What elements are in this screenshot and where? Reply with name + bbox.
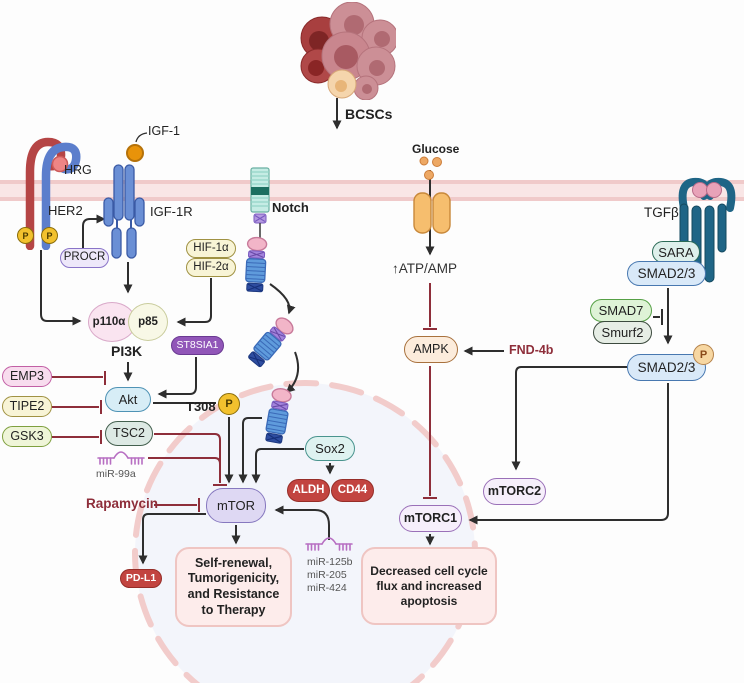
cd44-pill: CD44 (331, 479, 374, 502)
t308-phospho-badge: P (218, 393, 240, 415)
outcome-box-self-renewal: Self-renewal, Tumorigenicity, and Resist… (175, 547, 292, 627)
tsc2-pill: TSC2 (105, 421, 153, 446)
notch-nuclear-entry-arrow (285, 351, 300, 394)
tipe2-inhibits-akt (52, 400, 102, 414)
smad23-pill: SMAD2/3 (627, 261, 706, 286)
hrg-ligand-icon (51, 155, 69, 173)
rapamycin-inhibits-mtor (154, 498, 200, 512)
sara-pill: SARA (652, 241, 700, 263)
glucose-molecules-icon (419, 156, 442, 180)
mtorc1-pill: mTORC1 (399, 505, 462, 532)
procr-pill: PROCR (60, 248, 109, 268)
igf1-pointer-line (135, 132, 148, 143)
aldh-pill: ALDH (287, 479, 330, 502)
pi3k-label: PI3K (111, 343, 143, 359)
igf1r-label: IGF-1R (150, 204, 193, 219)
igf1r-receptor-icon (103, 164, 145, 259)
gsk3-inhibits-tsc2 (52, 430, 102, 444)
mirna-hairpin-icon (97, 451, 145, 465)
smad7-pill: SMAD7 (590, 299, 652, 322)
gsk3-pill: GSK3 (2, 426, 52, 447)
hif-to-pi3k-arrow (176, 278, 212, 327)
nuclear-envelope (132, 380, 478, 683)
outcome-box-apoptosis: Decreased cell cycle flux and increased … (361, 547, 497, 625)
pdl1-pill: PD-L1 (120, 569, 162, 588)
mir205-label: miR-205 (307, 569, 347, 581)
notch-receptor-icon (250, 167, 270, 242)
st8sia1-to-akt-arrow (157, 357, 197, 399)
smad23p-to-mtorc2-arrow (511, 366, 627, 471)
glucose-label: Glucose (412, 142, 460, 156)
fnd4b-label: FND-4b (509, 343, 554, 357)
p110a-label: p110α (92, 316, 126, 328)
mirna-hairpin-icon (305, 537, 353, 551)
sox2-to-mtor-arrow (251, 448, 304, 484)
igf1-ligand-icon (126, 144, 144, 162)
ampk-pill: AMPK (404, 336, 458, 363)
notch-cleavage-arrow-1 (269, 283, 296, 315)
igf1-label: IGF-1 (148, 124, 180, 138)
her2-label: HER2 (48, 203, 83, 218)
mir99a-inhibits-mtor (148, 457, 221, 483)
smurf2-pill: Smurf2 (593, 321, 652, 344)
sox2-pill: Sox2 (305, 436, 355, 461)
hif1a-pill: HIF-1α (186, 239, 236, 258)
phospho-badge: P (17, 227, 34, 244)
p85-label: p85 (138, 316, 158, 328)
tgfb-label: TGFβ (644, 205, 679, 220)
smad23-phospho-pill: SMAD2/3 (627, 354, 706, 381)
st8sia1-pill: ST8SIA1 (171, 336, 224, 355)
mtorc2-pill: mTORC2 (483, 478, 546, 505)
tgfb-receptor-icon (678, 177, 736, 283)
hrg-label: HRG (64, 163, 92, 177)
tsc2-inhibits-mtor (154, 433, 221, 483)
nicd-icon (245, 236, 268, 293)
plasma-membrane (0, 180, 744, 201)
t308-label: T308 (186, 399, 216, 414)
ampk-inhibits-mtorc1 (423, 366, 437, 499)
nicd-to-mtor-arrow (238, 417, 262, 484)
bcscs-label: BCSCs (345, 106, 393, 122)
glut-transporter-icon (413, 192, 451, 234)
hif2a-pill: HIF-2α (186, 258, 236, 277)
notch-label: Notch (272, 200, 309, 215)
emp3-inhibits-akt (52, 371, 106, 385)
nicd-icon (265, 388, 292, 444)
atp-amp-label: ↑ATP/AMP (392, 261, 458, 276)
mir424-label: miR-424 (307, 582, 347, 594)
p85-subunit: p85 (128, 303, 168, 341)
rapamycin-label: Rapamycin (86, 496, 159, 511)
mtor-pill: mTOR (206, 488, 266, 523)
nicd-icon (248, 317, 294, 368)
bcsc-cells-illustration (300, 2, 396, 100)
akt-pill: Akt (105, 387, 151, 412)
mir125b-label: miR-125b (307, 556, 353, 568)
mir99a-label: miR-99a (96, 468, 136, 480)
her2-receptor-icon (25, 137, 81, 250)
emp3-pill: EMP3 (2, 366, 52, 387)
phospho-badge: P (41, 227, 58, 244)
smad-phospho-badge: P (693, 344, 714, 365)
atp-inhibits-ampk (423, 283, 437, 330)
tipe2-pill: TIPE2 (2, 396, 52, 417)
tgfb-ligand-icon (706, 182, 722, 198)
tgfb-ligand-icon (692, 182, 708, 198)
